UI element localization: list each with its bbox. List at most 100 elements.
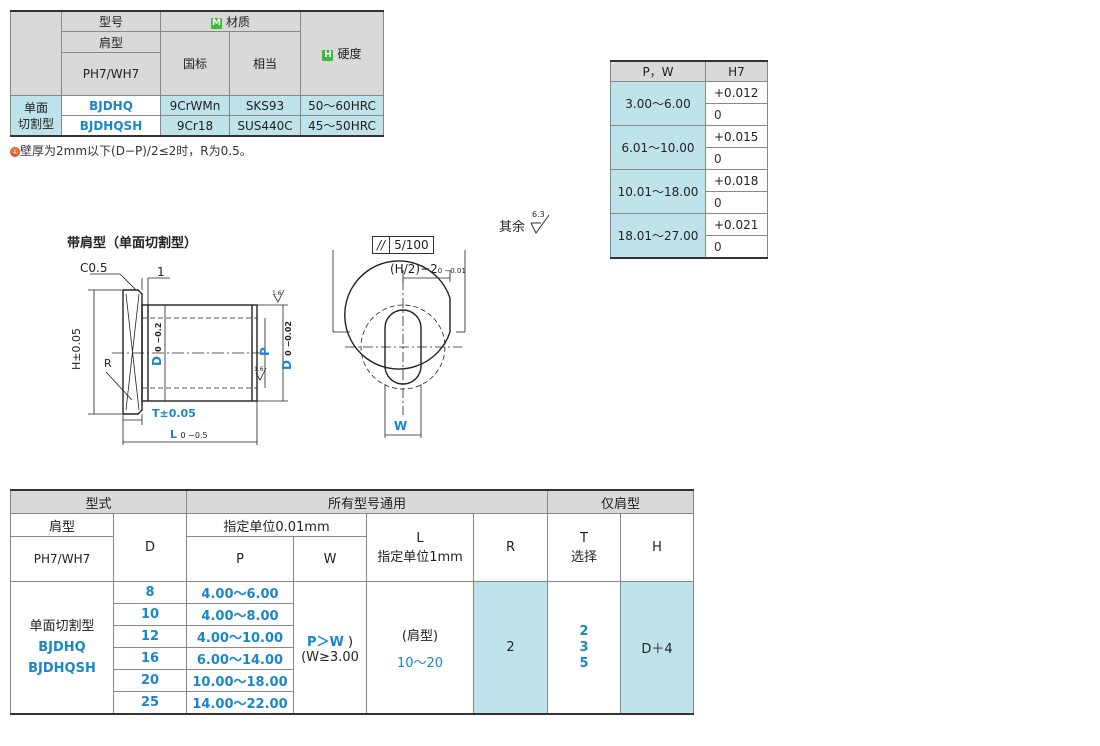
w-dim-label: W — [394, 419, 407, 433]
tol-range-3: 10.01～18.00 — [610, 169, 706, 214]
main-h-common: 所有型号通用 — [186, 489, 548, 514]
main-p-2: 4.00～8.00 — [186, 603, 294, 626]
main-p-6: 14.00～22.00 — [186, 691, 294, 715]
w-dim: W — [394, 419, 408, 433]
tol-h-pw: P，W — [610, 60, 706, 82]
tol-lower-2: 0 — [705, 147, 768, 170]
main-t-3: 5 — [579, 655, 589, 671]
spec-gb-2: 9Cr18 — [160, 115, 230, 137]
main-h-l-label: L — [416, 530, 424, 546]
r-label: R — [104, 357, 112, 370]
tol-h-h7: H7 — [705, 60, 768, 82]
main-h-l: L 指定单位1mm — [366, 513, 474, 582]
main-r-value: 2 — [473, 581, 548, 715]
main-h-l-unit: 指定单位1mm — [377, 549, 463, 565]
spec-gb-1: 9CrWMn — [160, 95, 230, 116]
main-type-name: 单面切割型 — [29, 619, 95, 634]
spec-hard-1: 50～60HRC — [300, 95, 384, 116]
l-tol: 0 −0.5 — [180, 431, 208, 440]
d-tol: 0 −0.2 — [154, 322, 163, 352]
p-dim: P — [258, 347, 272, 356]
main-h-unit001: 指定单位0.01mm — [186, 513, 367, 537]
main-t-2: 3 — [579, 639, 589, 655]
main-l-note: (肩型) — [401, 628, 439, 644]
main-t-1: 2 — [579, 623, 589, 639]
main-h-t: T 选择 — [547, 513, 621, 582]
spec-row-group: 单面 切割型 — [10, 95, 62, 137]
main-h-d: D — [113, 513, 187, 582]
tol-lower-1: 0 — [705, 103, 768, 126]
d2-tol: 0 −0.02 — [284, 321, 293, 356]
t-dim: T±0.05 — [152, 407, 196, 420]
main-h-h: H — [620, 513, 694, 582]
spec-h-equiv: 相当 — [229, 31, 301, 96]
surface-note-label: 其余 — [499, 220, 526, 235]
dim-1-label: 1 — [157, 265, 165, 279]
main-l-range: 10～20 — [396, 655, 444, 671]
main-h-shoulder-only: 仅肩型 — [547, 489, 694, 514]
tol-range-1: 3.00～6.00 — [610, 81, 706, 126]
l-dim: L — [170, 428, 178, 441]
h-dim-label: H±0.05 — [70, 328, 83, 370]
main-h-p: P — [186, 536, 294, 582]
h2-dim-label: (H/2)−20 −0.01 — [390, 262, 466, 276]
main-w-rule-1: P＞W — [306, 634, 344, 650]
main-type-code-2: BJDHQSH — [28, 661, 96, 676]
main-h-type: 型式 — [10, 489, 187, 514]
spec-h-material-label: 材质 — [225, 15, 250, 29]
main-h-value: D＋4 — [620, 581, 694, 715]
spec-model-2: BJDHQSH — [61, 115, 161, 137]
main-l-cell: (肩型) 10～20 — [366, 581, 474, 715]
h2-tol: 0 −0.01 — [437, 267, 466, 275]
d-dim-label: D 0 −0.2 — [150, 323, 164, 366]
d2-dim-label: D 0 −0.02 — [280, 321, 294, 370]
tol-upper-2: +0.015 — [705, 125, 768, 148]
spec-h-pw: PH7/WH7 — [61, 52, 161, 96]
main-p-3: 4.00～10.00 — [186, 625, 294, 648]
main-type-code-1: BJDHQ — [38, 640, 86, 655]
tol-lower-4: 0 — [705, 235, 768, 259]
main-h-t-label: T — [580, 530, 588, 546]
main-w-paren: ) — [347, 634, 354, 650]
main-d-4: 16 — [113, 647, 187, 670]
roughness-symbol-icon — [530, 214, 550, 234]
main-w-rule-2: (W≥3.00 — [301, 649, 359, 665]
note-text: 壁厚为2mm以下(D−P)/2≤2时，R为0.5。 — [20, 144, 252, 158]
tol-upper-1: +0.012 — [705, 81, 768, 104]
tol-lower-3: 0 — [705, 191, 768, 214]
spec-equiv-1: SKS93 — [229, 95, 301, 116]
spec-equiv-2: SUS440C — [229, 115, 301, 137]
surface-note: 其余 6.3 — [499, 210, 551, 237]
flange-circle — [344, 260, 451, 370]
spec-model-1: BJDHQ — [61, 95, 161, 116]
d2-dim: D — [280, 360, 294, 370]
note-marker-icon: ① — [10, 147, 20, 157]
spec-hard-2: 45～50HRC — [300, 115, 384, 137]
tolerance-table: P，W H7 3.00～6.00+0.012 0 6.01～10.00+0.01… — [610, 60, 768, 259]
main-h-r: R — [473, 513, 548, 582]
h2-dim: (H/2)−2 — [390, 262, 438, 276]
main-h-pw: PH7/WH7 — [10, 536, 114, 582]
drawing-title: 带肩型（单面切割型） — [67, 236, 198, 251]
main-d-6: 25 — [113, 691, 187, 715]
main-p-4: 6.00～14.00 — [186, 647, 294, 670]
spec-h-hardness-label: 硬度 — [337, 47, 362, 61]
spec-corner — [10, 10, 62, 96]
hardness-badge-icon: H — [322, 50, 334, 61]
spec-h-shoulder: 肩型 — [61, 31, 161, 53]
t-dim-label: T±0.05 — [152, 407, 196, 420]
p-dim-label: P — [258, 347, 272, 356]
dimension-table: 型式 所有型号通用 仅肩型 肩型 D 指定单位0.01mm L 指定单位1mm R… — [10, 489, 694, 715]
main-d-1: 8 — [113, 581, 187, 604]
main-h-shoulder: 肩型 — [10, 513, 114, 537]
main-d-3: 12 — [113, 625, 187, 648]
main-h-t-sel: 选择 — [570, 549, 597, 565]
main-type-cell: 单面切割型 BJDHQ BJDHQSH — [10, 581, 114, 715]
main-t-cell: 2 3 5 — [547, 581, 621, 715]
material-badge-icon: M — [210, 18, 222, 29]
roughness-small-1: 1.6 — [272, 290, 282, 297]
tol-upper-3: +0.018 — [705, 169, 768, 192]
parallel-icon: // — [373, 237, 391, 253]
